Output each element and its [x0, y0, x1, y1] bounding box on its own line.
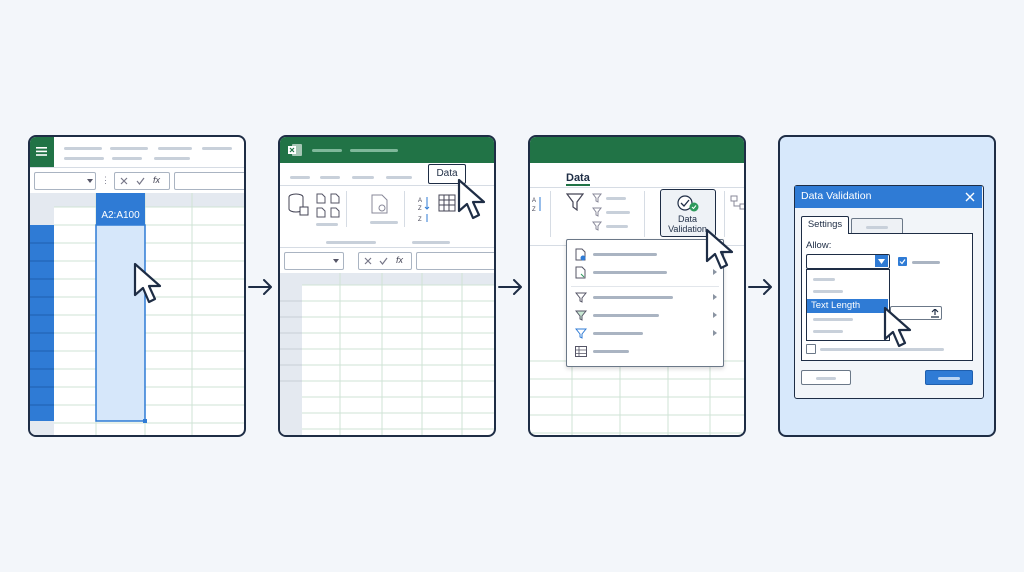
reapply-icon — [592, 207, 602, 217]
arrow-right-icon — [748, 279, 772, 295]
from-web-icon — [316, 207, 326, 218]
data-validation-button[interactable]: Data Validation — [660, 189, 716, 237]
sort-reverse-icon: Z — [418, 214, 428, 223]
check-icon — [899, 259, 906, 265]
arrow-right-icon — [248, 279, 272, 295]
ok-button[interactable] — [925, 370, 973, 385]
formula-controls: fx — [358, 252, 412, 270]
filter-item-icon — [575, 292, 587, 303]
filter-icon — [566, 193, 584, 211]
cancel-icon — [120, 177, 128, 185]
arrow-right-icon — [498, 279, 522, 295]
data-validation-item-icon — [575, 248, 586, 261]
close-icon[interactable] — [965, 192, 975, 202]
table-item-icon — [575, 346, 587, 357]
spreadsheet-grid — [530, 357, 744, 435]
option-text-length[interactable]: Text Length — [807, 299, 888, 313]
data-validation-menu — [566, 239, 724, 367]
tab-input-message[interactable] — [851, 218, 903, 234]
step-4-dialog-panel: Data Validation Settings Allow: — [778, 135, 996, 437]
spreadsheet-grid — [280, 273, 494, 435]
title-bar — [530, 137, 744, 163]
name-box[interactable] — [34, 172, 96, 190]
allow-options-list: Text Length — [806, 269, 890, 341]
cancel-button[interactable] — [801, 370, 851, 385]
svg-text:Z: Z — [418, 206, 422, 211]
get-data-icon — [288, 193, 309, 216]
formula-input[interactable] — [174, 172, 244, 190]
svg-text:A: A — [418, 198, 422, 204]
range-picker-icon[interactable] — [931, 309, 939, 318]
data-validation-dialog: Data Validation Settings Allow: — [794, 185, 984, 399]
option-text-length-label: Text Length — [811, 300, 861, 311]
refresh-all-icon — [371, 194, 388, 214]
spreadsheet-grid — [30, 193, 244, 435]
tab-data[interactable]: Data — [428, 164, 466, 184]
formula-input[interactable] — [416, 252, 494, 270]
fx-icon: fx — [153, 175, 161, 185]
mouse-cursor-icon — [133, 262, 162, 304]
sort-icon: AZ — [418, 197, 430, 211]
advanced-filter-icon — [592, 221, 602, 231]
circle-invalid-icon — [575, 266, 586, 279]
mouse-cursor-icon — [705, 228, 734, 270]
data-validation-icon — [677, 195, 699, 212]
check-icon — [379, 257, 388, 265]
excel-logo-icon — [288, 144, 302, 156]
mouse-cursor-icon — [883, 306, 912, 348]
chevron-down-icon — [878, 259, 885, 264]
fx-icon: fx — [396, 255, 404, 265]
tab-data-label: Data — [566, 172, 590, 184]
apply-all-checkbox[interactable] — [806, 344, 816, 354]
tab-settings-label: Settings — [807, 219, 843, 230]
check-icon — [136, 177, 145, 185]
funnel-icon — [575, 328, 587, 339]
ignore-blank-checkbox[interactable] — [898, 257, 907, 266]
tab-settings[interactable]: Settings — [801, 216, 849, 234]
table-icon — [438, 194, 456, 212]
dialog-title: Data Validation — [801, 190, 872, 202]
tab-data[interactable]: Data — [566, 168, 590, 186]
svg-text:Z: Z — [418, 217, 422, 223]
cancel-icon — [364, 257, 372, 265]
range-label: A2:A100 — [96, 207, 145, 225]
sort-icon: AZ — [532, 197, 541, 213]
svg-text:A: A — [532, 198, 536, 204]
name-box[interactable] — [284, 252, 344, 270]
clear-filter-icon — [592, 193, 602, 203]
recent-sources-icon — [330, 207, 340, 218]
menu-icon[interactable] — [36, 147, 47, 156]
dialog-title-bar: Data Validation — [795, 186, 982, 208]
allow-label: Allow: — [806, 240, 832, 251]
from-table-icon — [330, 193, 340, 204]
from-text-icon — [316, 193, 326, 204]
outline-icon — [730, 195, 744, 210]
step-1-select-range-panel: ⋮ fx A2:A100 — [28, 135, 246, 437]
tab-data-label: Data — [436, 168, 458, 179]
mouse-cursor-icon — [457, 178, 486, 220]
svg-text:Z: Z — [532, 207, 536, 213]
filter-green-icon — [575, 310, 587, 321]
data-validation-label-1: Data — [677, 214, 697, 224]
data-validation-label-2: Validation — [668, 224, 707, 234]
allow-select[interactable] — [806, 254, 890, 269]
formula-controls: fx — [114, 172, 170, 190]
